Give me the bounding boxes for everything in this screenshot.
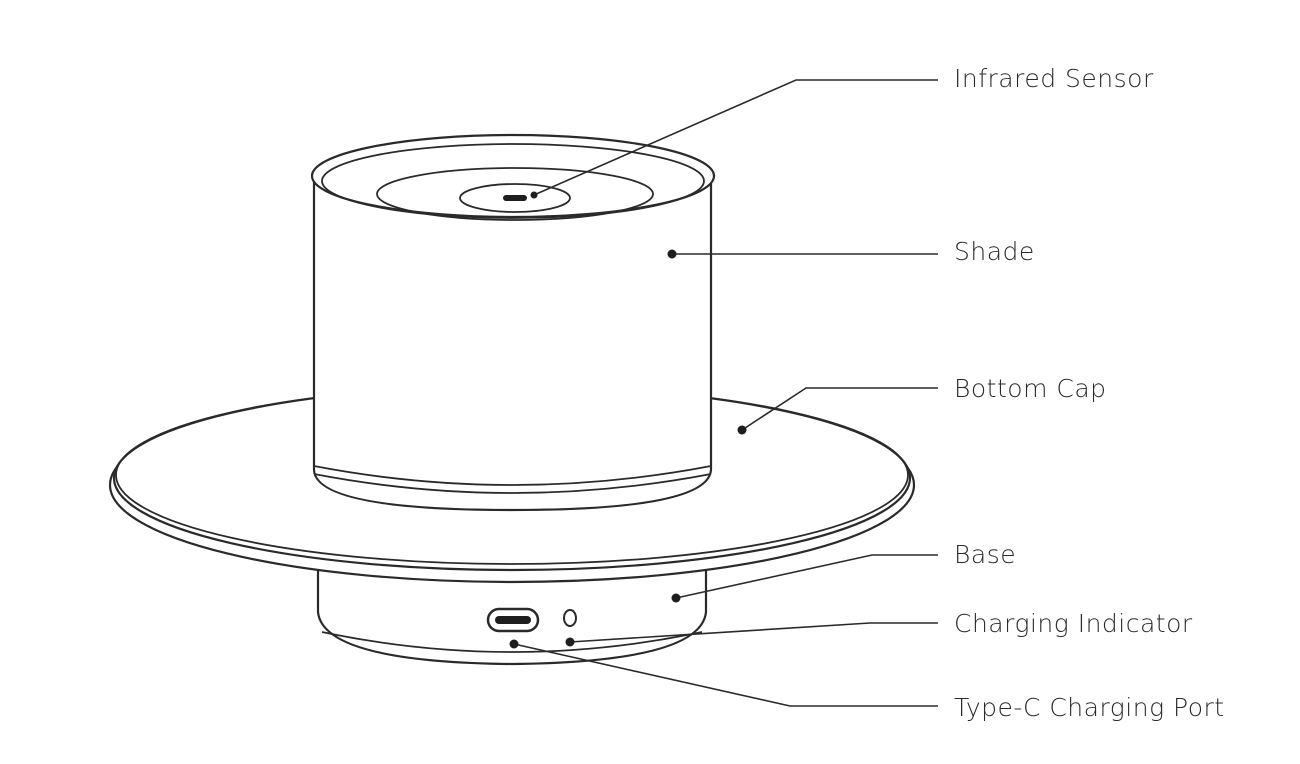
shade — [310, 133, 716, 512]
label-base: Base — [954, 540, 1017, 569]
top-disk — [376, 167, 654, 221]
sensor-icon — [503, 195, 527, 201]
label-type-c-port: Type-C Charging Port — [954, 693, 1225, 722]
label-bottom-cap: Bottom Cap — [954, 374, 1107, 403]
label-infrared-sensor: Infrared Sensor — [954, 64, 1154, 93]
leader-dots — [509, 191, 747, 649]
port-area — [486, 607, 577, 633]
leader-lines — [513, 79, 938, 707]
label-charging-indicator: Charging Indicator — [954, 609, 1193, 638]
indicator-icon — [563, 609, 577, 627]
label-shade: Shade — [954, 237, 1035, 266]
